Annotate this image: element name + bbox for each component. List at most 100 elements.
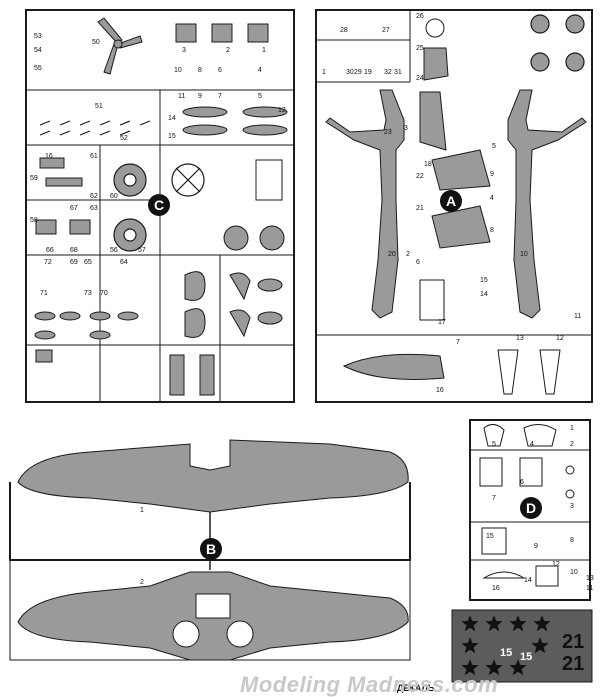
part-number-c-63: 63 [90, 205, 98, 212]
part-number-d-3: 3 [570, 503, 574, 510]
part-number-a-29: 29 [354, 69, 362, 76]
part-number-d-11: 11 [586, 585, 593, 592]
part-number-a-5: 5 [492, 143, 496, 150]
sprue-letter-c: C [148, 194, 170, 216]
sprue-a-frame [315, 9, 593, 403]
decal-number-15-right: 15 [520, 651, 532, 663]
part-number-a-16: 16 [436, 387, 444, 394]
part-number-d-8: 8 [570, 537, 574, 544]
part-number-a-7: 7 [456, 339, 460, 346]
decal-number-15-left: 15 [500, 647, 512, 659]
sprue-d-parts [479, 424, 575, 587]
part-number-c-60: 60 [110, 193, 118, 200]
part-number-a-28: 28 [340, 27, 348, 34]
part-number-d-10: 10 [570, 569, 578, 576]
part-number-c-62: 62 [90, 193, 98, 200]
part-number-c-50: 50 [92, 39, 100, 46]
small-box-parts [175, 23, 269, 43]
decal-number-21-bottom: 21 [562, 653, 584, 675]
part-number-a-3: 3 [404, 125, 408, 132]
part-number-c-58: 58 [30, 217, 38, 224]
decal-star-4 [533, 615, 551, 632]
sprue-letter-a: A [440, 190, 462, 212]
part-number-a-27: 27 [382, 27, 390, 34]
sprue-letter-b: B [200, 538, 222, 560]
part-number-d-16: 16 [492, 585, 500, 592]
part-number-a-8: 8 [490, 227, 494, 234]
part-number-c-57: 57 [138, 247, 146, 254]
part-number-d-13: 13 [586, 575, 594, 582]
wheel-parts [113, 163, 205, 252]
decal-star-1 [461, 615, 479, 632]
part-number-c-54: 54 [34, 47, 42, 54]
part-number-c-11: 11 [178, 93, 185, 100]
part-number-d-14: 14 [524, 577, 532, 584]
decal-star-5 [461, 637, 479, 654]
part-number-c-2: 2 [226, 47, 230, 54]
part-number-c-5: 5 [258, 93, 262, 100]
part-number-c-51: 51 [95, 103, 103, 110]
decal-star-8 [485, 659, 503, 676]
part-number-a-10: 10 [520, 251, 528, 258]
part-number-a-20: 20 [388, 251, 396, 258]
lever-parts [39, 120, 151, 136]
part-number-c-10: 10 [174, 67, 182, 74]
part-number-d-4: 4 [530, 441, 534, 448]
part-number-d-5: 5 [492, 441, 496, 448]
part-number-a-6: 6 [416, 259, 420, 266]
decal-star-group [461, 615, 551, 676]
part-number-d-6: 6 [520, 479, 524, 486]
decal-star-3 [509, 615, 527, 632]
part-number-a-24: 24 [416, 75, 424, 82]
engine-parts [223, 159, 285, 251]
part-number-c-71: 71 [40, 290, 48, 297]
canopy-part [342, 279, 561, 395]
part-number-c-55: 55 [34, 65, 42, 72]
watermark: Modeling Madness.com [240, 672, 499, 697]
part-number-c-68: 68 [70, 247, 78, 254]
sprue-letter-d: D [520, 497, 542, 519]
fuselage-left-half [325, 89, 405, 319]
part-number-c-56: 56 [110, 247, 118, 254]
sprue-d-frame [469, 419, 591, 601]
part-number-a-21: 21 [416, 205, 424, 212]
part-number-c-69: 69 [70, 259, 78, 266]
part-number-c-3: 3 [182, 47, 186, 54]
sprue-b-upper-wing [17, 571, 409, 661]
part-number-a-23: 23 [384, 129, 392, 136]
propeller-part [97, 17, 143, 75]
part-number-a-19: 19 [364, 69, 372, 76]
drop-tank-parts [182, 106, 288, 136]
decal-star-6 [531, 637, 549, 654]
part-number-c-59: 59 [30, 175, 38, 182]
part-number-c-4: 4 [258, 67, 262, 74]
part-number-c-12: 12 [278, 107, 286, 114]
part-number-a-11: 11 [574, 313, 581, 320]
sprue-c-frame [25, 9, 295, 403]
part-number-c-67: 67 [70, 205, 78, 212]
part-number-a-26: 26 [416, 13, 424, 20]
part-number-d-15: 15 [486, 533, 494, 540]
part-number-c-73: 73 [84, 290, 92, 297]
part-number-c-7: 7 [218, 93, 222, 100]
part-number-a-9: 9 [490, 171, 494, 178]
part-number-a-32: 32 [384, 69, 392, 76]
part-number-c-64: 64 [120, 259, 128, 266]
part-number-c-66: 66 [46, 247, 54, 254]
decal-star-2 [485, 615, 503, 632]
part-number-a-17: 17 [438, 319, 446, 326]
part-number-a-2: 2 [406, 251, 410, 258]
part-number-a-13: 13 [516, 335, 524, 342]
decal-number-21-top: 21 [562, 631, 584, 653]
part-number-a-30: 30 [346, 69, 354, 76]
part-number-c-6: 6 [218, 67, 222, 74]
part-number-a-12: 12 [556, 335, 564, 342]
part-number-d-12: 12 [552, 561, 560, 568]
part-number-c-72: 72 [44, 259, 52, 266]
part-number-d-9: 9 [534, 543, 538, 550]
part-number-b-1: 1 [140, 507, 144, 514]
part-number-c-61: 61 [90, 153, 98, 160]
part-number-a-18: 18 [424, 161, 432, 168]
